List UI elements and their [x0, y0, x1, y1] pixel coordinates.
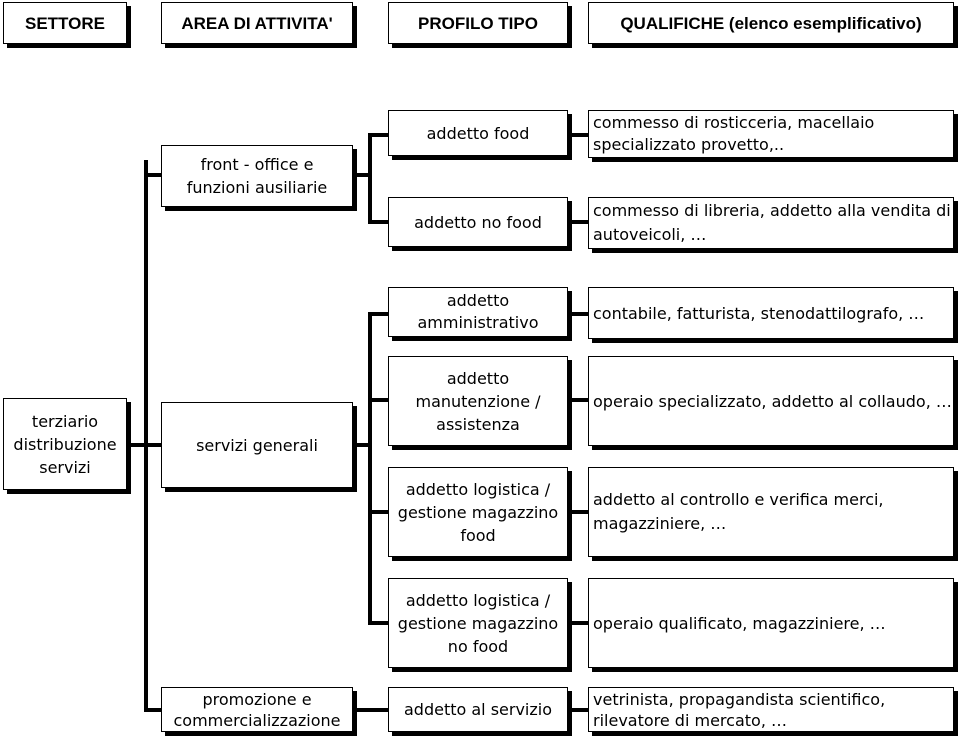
qualifiche-manutenzione: operaio specializzato, addetto al collau…	[588, 356, 954, 446]
area-front-office: front - office e funzioni ausiliarie	[161, 145, 353, 207]
header-area: AREA DI ATTIVITA'	[161, 2, 353, 44]
qualifiche-amministrativo-label: contabile, fatturista, stenodattilografo…	[593, 303, 925, 323]
settore-terziario: terziario distribuzione servizi	[3, 398, 127, 490]
qualifiche-servizio: vetrinista, propagandista scientifico, r…	[588, 687, 954, 732]
profilo-addetto-al-servizio: addetto al servizio	[388, 687, 568, 732]
area-front-office-label: front - office e funzioni ausiliarie	[186, 155, 328, 197]
area-servizi-generali-label: servizi generali	[196, 435, 318, 455]
qualifiche-food: commesso di rosticceria, macellaio speci…	[588, 110, 954, 158]
qualifiche-logistica-food: addetto al controllo e verifica merci, m…	[588, 467, 954, 557]
profilo-addetto-logistica-no-food: addetto logistica / gestione magazzino n…	[388, 578, 568, 668]
qualifiche-no-food: commesso di libreria, addetto alla vendi…	[588, 197, 954, 249]
header-area-label: AREA DI ATTIVITA'	[181, 13, 333, 33]
profilo-addetto-logistica-food: addetto logistica / gestione magazzino f…	[388, 467, 568, 557]
qualifiche-logistica-no-food-label: operaio qualificato, magazziniere, …	[593, 613, 886, 633]
area-servizi-generali: servizi generali	[161, 402, 353, 488]
profilo-addetto-logistica-food-label: addetto logistica / gestione magazzino f…	[397, 479, 559, 545]
settore-terziario-label: terziario distribuzione servizi	[13, 411, 117, 477]
qualifiche-servizio-label: vetrinista, propagandista scientifico, r…	[593, 689, 886, 730]
area-promozione: promozione e commercializzazione	[161, 687, 353, 732]
profilo-addetto-al-servizio-label: addetto al servizio	[403, 700, 553, 719]
header-settore: SETTORE	[3, 2, 127, 44]
header-profilo-label: PROFILO TIPO	[418, 13, 538, 33]
header-profilo: PROFILO TIPO	[388, 2, 568, 44]
profilo-addetto-manutenzione-label: addetto manutenzione / assistenza	[415, 368, 541, 434]
qualifiche-logistica-food-label: addetto al controllo e verifica merci, m…	[593, 490, 884, 533]
profilo-addetto-amministrativo: addetto amministrativo	[388, 287, 568, 337]
qualifiche-logistica-no-food: operaio qualificato, magazziniere, …	[588, 578, 954, 668]
header-settore-label: SETTORE	[25, 13, 105, 33]
header-qualifiche: QUALIFICHE (elenco esemplificativo)	[588, 2, 954, 44]
profilo-addetto-manutenzione: addetto manutenzione / assistenza	[388, 356, 568, 446]
profilo-addetto-food-label: addetto food	[426, 123, 530, 143]
header-qualifiche-label: QUALIFICHE (elenco esemplificativo)	[620, 13, 922, 33]
qualifiche-no-food-label: commesso di libreria, addetto alla vendi…	[593, 201, 951, 244]
profilo-addetto-no-food: addetto no food	[388, 197, 568, 247]
profilo-addetto-logistica-no-food-label: addetto logistica / gestione magazzino n…	[397, 590, 559, 656]
qualifiche-food-label: commesso di rosticceria, macellaio speci…	[593, 113, 875, 154]
qualifiche-amministrativo: contabile, fatturista, stenodattilografo…	[588, 287, 954, 339]
profilo-addetto-amministrativo-label: addetto amministrativo	[417, 291, 539, 332]
qualifiche-manutenzione-label: operaio specializzato, addetto al collau…	[593, 391, 952, 411]
profilo-addetto-no-food-label: addetto no food	[414, 212, 542, 232]
profilo-addetto-food: addetto food	[388, 110, 568, 156]
area-promozione-label: promozione e commercializzazione	[173, 689, 341, 730]
